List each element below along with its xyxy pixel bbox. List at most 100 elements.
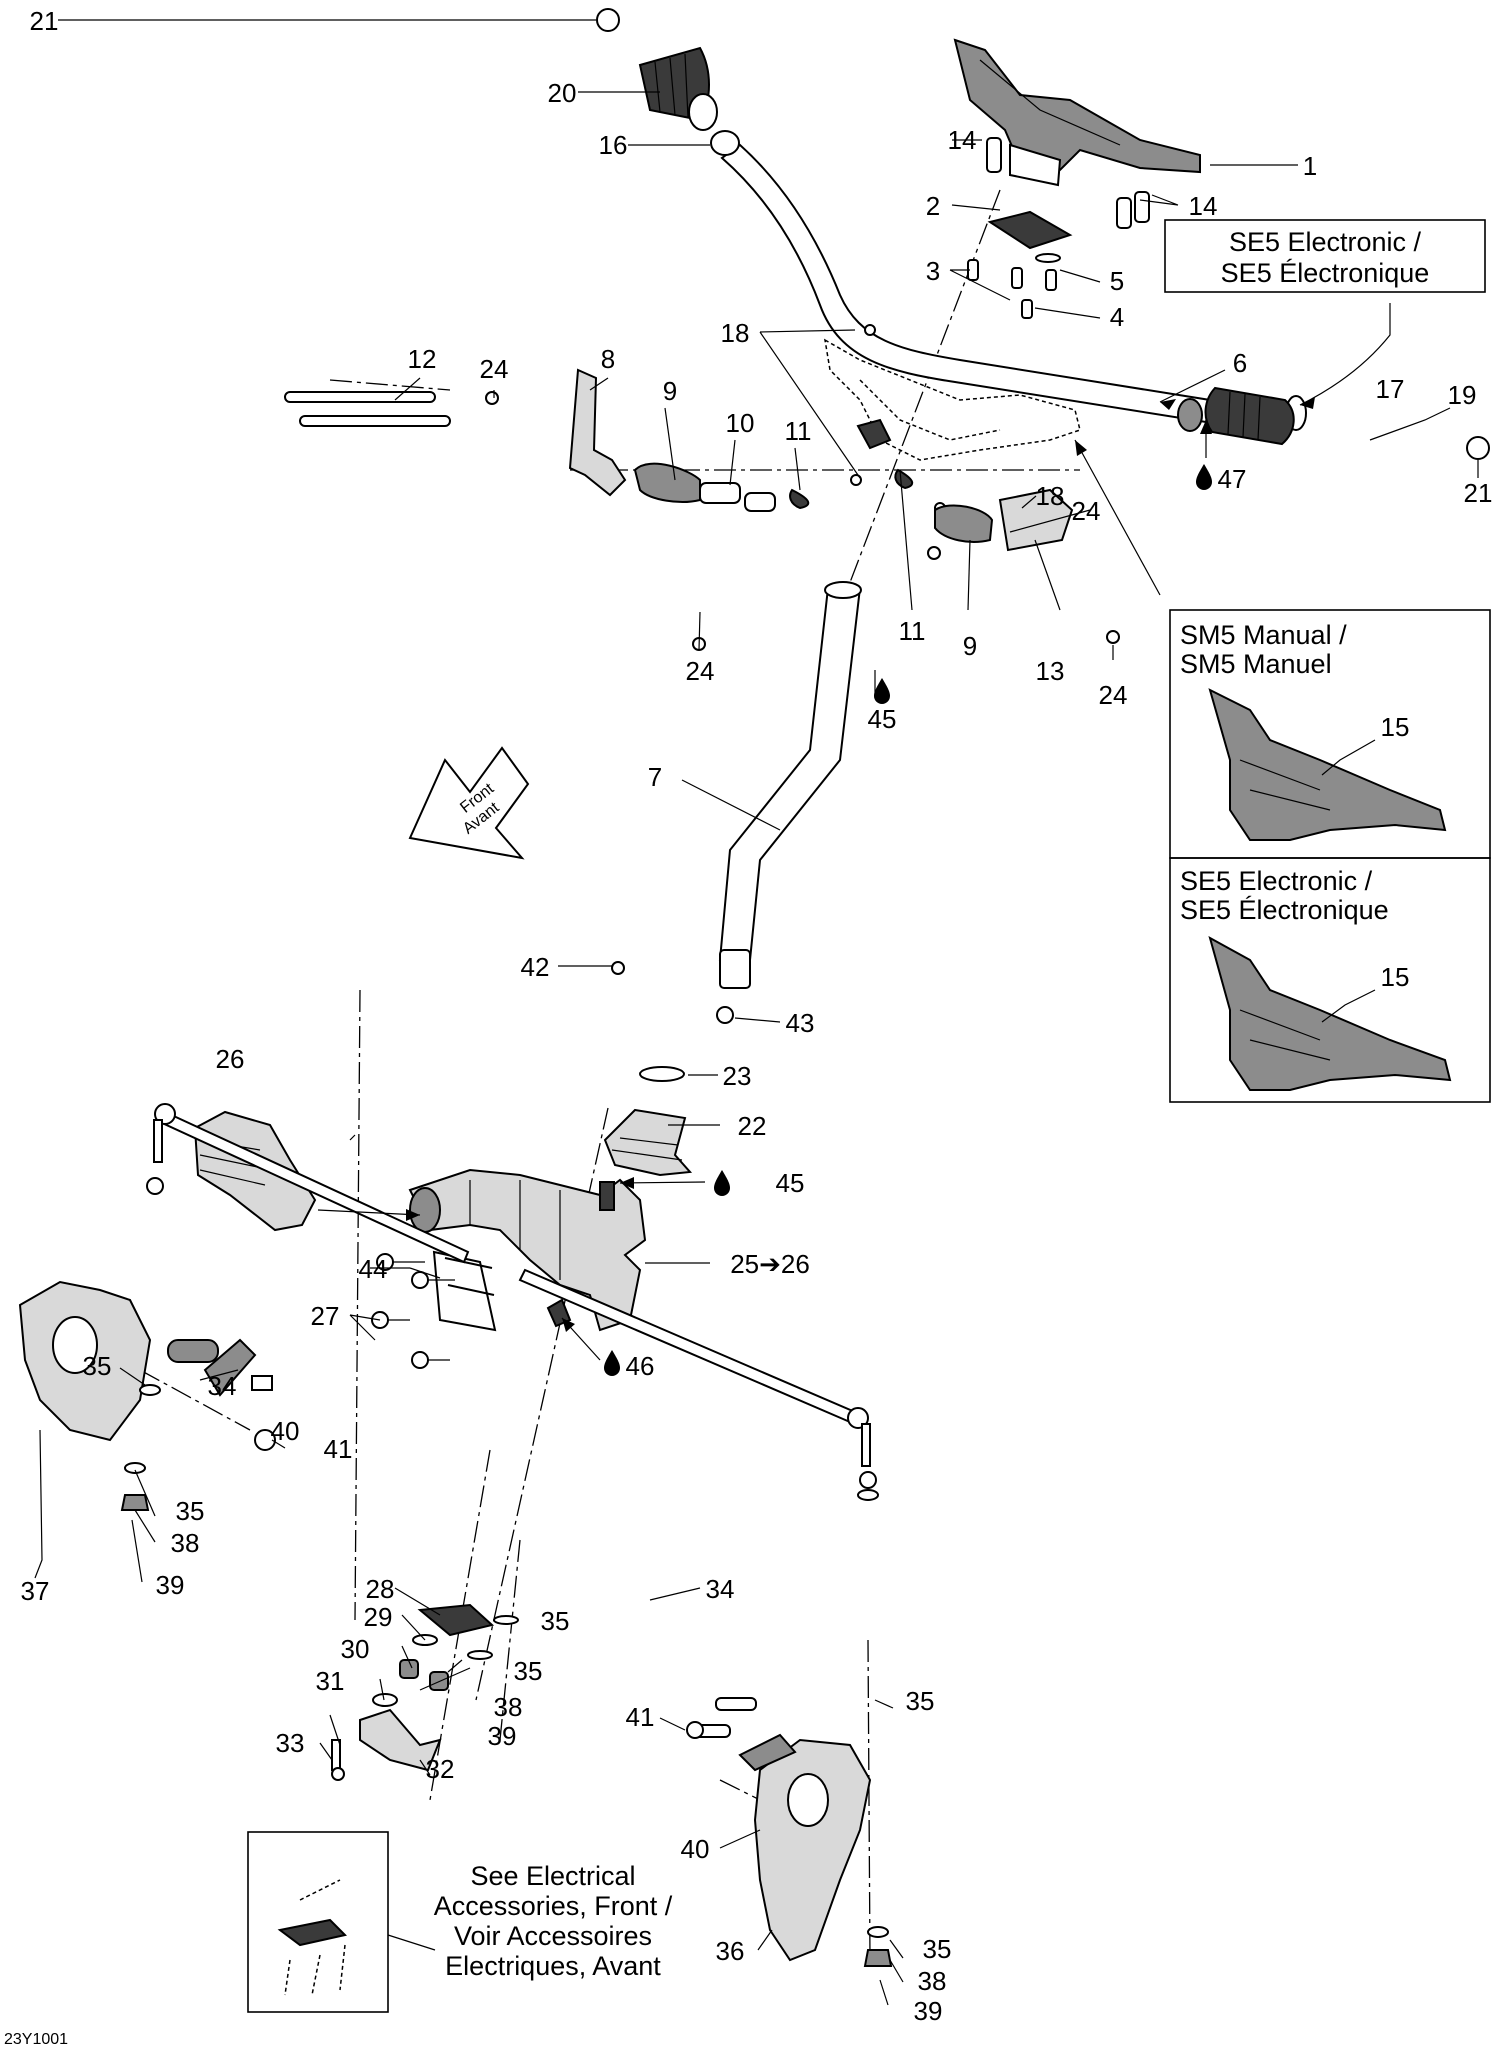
left-grip — [596, 8, 740, 156]
right-grip — [1177, 386, 1490, 460]
callout: 1 — [1303, 151, 1317, 181]
callout: 8 — [601, 344, 615, 374]
sm5-line1: SM5 Manual / — [1180, 620, 1347, 650]
se5-top-line2: SE5 Électronique — [1221, 258, 1430, 288]
front-direction-arrow: Front Avant — [408, 746, 530, 860]
callout: 42 — [521, 952, 550, 982]
callout: 26 — [216, 1044, 245, 1074]
callout: 6 — [1233, 348, 1247, 378]
callout: 45 — [868, 704, 897, 734]
callout: 38 — [494, 1692, 523, 1722]
callout: 41 — [324, 1434, 353, 1464]
callout: 9 — [663, 376, 677, 406]
riser-plate — [967, 137, 1150, 319]
callout: 39 — [156, 1570, 185, 1600]
callout: 15 — [1381, 712, 1410, 742]
callout: 14 — [1189, 191, 1218, 221]
power-steering-shield — [193, 1110, 317, 1232]
sm5-line2: SM5 Manuel — [1180, 649, 1332, 679]
callout: 43 — [786, 1008, 815, 1038]
callout: 24 — [686, 656, 715, 686]
callout: 32 — [426, 1754, 455, 1784]
note-line3: Voir Accessoires — [454, 1921, 652, 1951]
oil-drop-icon-47 — [1196, 464, 1212, 490]
callout: 25➔26 — [730, 1249, 810, 1279]
callout: 35 — [176, 1496, 205, 1526]
callout: 18 — [721, 318, 750, 348]
se5-line1: SE5 Electronic / — [1180, 866, 1373, 896]
callout: 11 — [785, 416, 812, 446]
callout: 2 — [926, 191, 940, 221]
callout: 7 — [648, 762, 662, 792]
callout: 20 — [548, 78, 577, 108]
callout: 30 — [341, 1634, 370, 1664]
callout: 9 — [963, 631, 977, 661]
tie-rod-right — [518, 1268, 877, 1489]
callout: 35 — [514, 1656, 543, 1686]
note-line4: Electriques, Avant — [445, 1951, 661, 1981]
callout: 27 — [311, 1301, 340, 1331]
callout: 37 — [21, 1576, 50, 1606]
callout: 34 — [208, 1371, 237, 1401]
callout: 35 — [541, 1606, 570, 1636]
handlebar-linkage — [284, 368, 1120, 651]
callout: 10 — [726, 408, 755, 438]
callout: 22 — [738, 1111, 767, 1141]
callout: 39 — [488, 1721, 517, 1751]
callout: 24 — [1072, 496, 1101, 526]
se5-top-line1: SE5 Electronic / — [1229, 227, 1422, 257]
callout: 34 — [706, 1574, 735, 1604]
leader-lines — [34, 19, 1479, 2006]
callout: 44 — [359, 1254, 388, 1284]
callout: 13 — [1036, 656, 1065, 686]
arrow-heads — [406, 397, 1315, 1332]
oil-drop-icon-45b — [714, 1170, 730, 1196]
washers-nuts — [120, 1384, 893, 1967]
callout: 23 — [723, 1061, 752, 1091]
callout: 21 — [1464, 478, 1493, 508]
callout: 19 — [1448, 380, 1477, 410]
callout: 24 — [1099, 680, 1128, 710]
electrical-accessories-note-box: See Electrical Accessories, Front / Voir… — [247, 1831, 673, 2013]
callout: 39 — [914, 1996, 943, 2026]
left-steering-knuckle — [18, 1280, 276, 1451]
callout: 31 — [316, 1666, 345, 1696]
callout: 21 — [30, 6, 59, 36]
callout: 5 — [1110, 266, 1124, 296]
right-steering-knuckle — [686, 1697, 872, 1962]
callout: 46 — [626, 1351, 655, 1381]
callout: 40 — [271, 1416, 300, 1446]
steering-arm-assembly — [331, 1603, 519, 1781]
callout: 3 — [926, 256, 940, 286]
power-steering-unit — [408, 1168, 647, 1332]
callout: 18 — [1036, 481, 1065, 511]
mounting-bolts — [371, 1253, 455, 1369]
steering-column — [611, 581, 862, 1024]
note-line2: Accessories, Front / — [434, 1891, 673, 1921]
callout: 40 — [681, 1834, 710, 1864]
callout: 14 — [948, 125, 977, 155]
column-boot — [603, 1066, 693, 1177]
callout: 35 — [906, 1686, 935, 1716]
handlebar — [720, 143, 1212, 424]
callout: 11 — [899, 616, 926, 646]
tie-rod-left — [146, 1103, 470, 1264]
callout: 28 — [366, 1574, 395, 1604]
callout: 38 — [171, 1528, 200, 1558]
callout: 36 — [716, 1936, 745, 1966]
callout: 16 — [599, 130, 628, 160]
callout: 35 — [83, 1351, 112, 1381]
callout: 47 — [1218, 464, 1247, 494]
oil-drop-icon-46 — [604, 1350, 620, 1376]
sm5-variant-box: SM5 Manual / SM5 Manuel — [1169, 609, 1491, 859]
se5-top-box: SE5 Electronic / SE5 Électronique — [1164, 219, 1486, 293]
se5-line2: SE5 Électronique — [1180, 895, 1389, 925]
oil-drop-icon-45a — [874, 678, 890, 704]
callout: 24 — [480, 354, 509, 384]
se5-variant-box: SE5 Electronic / SE5 Électronique — [1169, 857, 1491, 1103]
callout: 38 — [918, 1966, 947, 1996]
callout: 15 — [1381, 962, 1410, 992]
callout: 45 — [776, 1168, 805, 1198]
callout: 29 — [364, 1602, 393, 1632]
